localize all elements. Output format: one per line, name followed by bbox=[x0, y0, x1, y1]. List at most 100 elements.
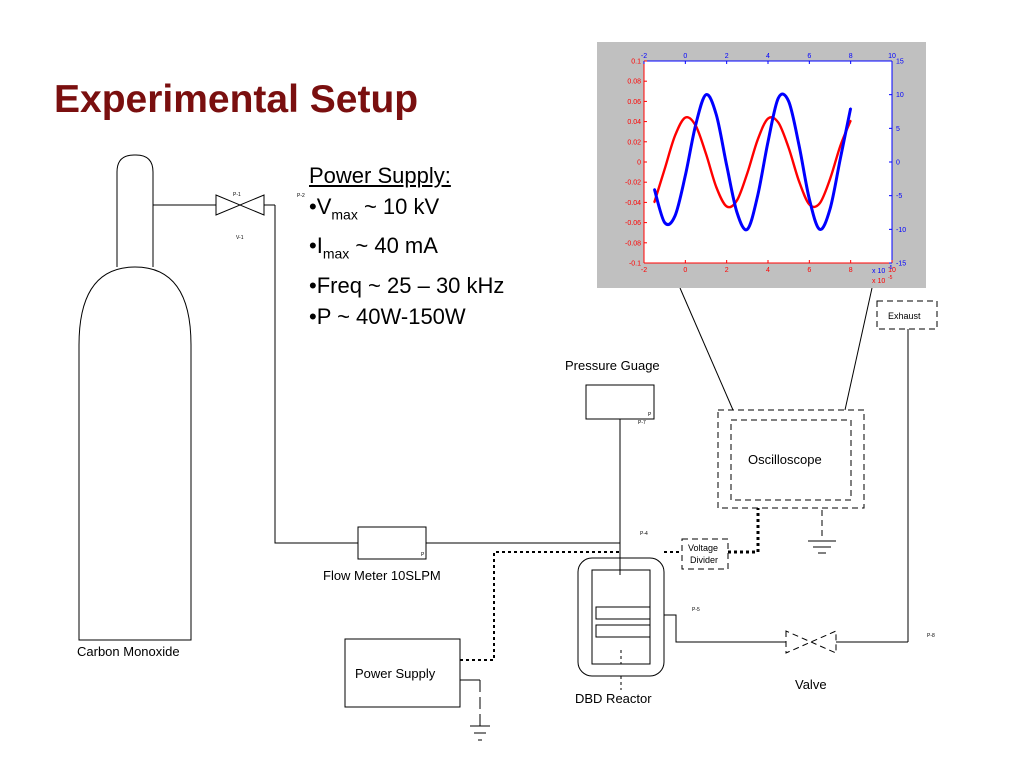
y-tick-label-left-4: 0.02 bbox=[627, 139, 641, 146]
specs-heading: Power Supply: bbox=[309, 163, 451, 188]
red-data-point-5 bbox=[705, 153, 707, 155]
y-tick-label-left-7: -0.04 bbox=[625, 200, 641, 207]
x-multiplier-blue: x 10 bbox=[872, 268, 885, 275]
red-data-point-3 bbox=[684, 116, 687, 119]
red-data-point-15 bbox=[808, 203, 811, 206]
oscilloscope-outer bbox=[717, 409, 865, 509]
slide-title: Experimental Setup bbox=[54, 78, 419, 121]
blue-data-point-5 bbox=[705, 93, 707, 96]
x-tick-label-bottom-3: 4 bbox=[766, 267, 770, 274]
x-tick-label-top-3: 4 bbox=[766, 53, 770, 60]
tag-gauge-port: P bbox=[648, 412, 652, 418]
y-tick-label-left-6: -0.02 bbox=[625, 180, 641, 187]
red-data-point-19 bbox=[849, 119, 852, 122]
label-divider: Divider bbox=[690, 555, 718, 565]
red-data-point-8 bbox=[736, 199, 738, 202]
spec-voltage: •Vmax ~ 10 kV bbox=[309, 194, 440, 223]
tag-flow-meter-port: P bbox=[421, 552, 425, 558]
x-tick-label-bottom-0: -2 bbox=[641, 267, 647, 274]
red-data-point-0 bbox=[653, 201, 656, 204]
oscilloscope-inner bbox=[730, 419, 852, 501]
blue-data-point-6 bbox=[715, 114, 718, 116]
blue-data-point-1 bbox=[663, 221, 666, 224]
x-tick-label-top-4: 6 bbox=[807, 53, 811, 60]
spec-current: •Imax ~ 40 mA bbox=[309, 233, 438, 262]
blue-data-point-11 bbox=[767, 141, 769, 143]
divider-to-scope-wire bbox=[728, 508, 760, 554]
y-tick-label-left-8: -0.06 bbox=[625, 220, 641, 227]
y-tick-label-left-2: 0.06 bbox=[627, 99, 641, 106]
blue-data-point-2 bbox=[674, 215, 676, 217]
tag-p8: P-8 bbox=[927, 633, 935, 639]
exhaust-valve bbox=[785, 630, 837, 654]
blue-data-point-19 bbox=[849, 107, 852, 109]
label-power-supply: Power Supply bbox=[355, 666, 436, 681]
tag-p5: P-5 bbox=[692, 607, 700, 613]
label-voltage: Voltage bbox=[688, 543, 718, 553]
y-tick-label-right-3: 0 bbox=[896, 160, 900, 167]
red-data-point-9 bbox=[746, 172, 749, 174]
x-multiplier-blue-exponent: -5 bbox=[888, 265, 893, 271]
series-blue-trace bbox=[652, 92, 853, 232]
y-tick-label-right-5: -10 bbox=[896, 227, 906, 234]
series-red-trace bbox=[653, 115, 852, 209]
cylinder-valve bbox=[215, 194, 265, 216]
x-tick-label-top-5: 8 bbox=[849, 53, 853, 60]
feed-line bbox=[274, 205, 358, 544]
red-data-point-7 bbox=[725, 205, 728, 208]
y-tick-label-left-10: -0.1 bbox=[629, 261, 641, 268]
tag-p7: P-7 bbox=[638, 420, 646, 426]
spec-frequency: •Freq ~ 25 – 30 kHz bbox=[309, 272, 505, 298]
label-oscilloscope: Oscilloscope bbox=[748, 452, 822, 467]
y-tick-label-right-0: 15 bbox=[896, 59, 904, 66]
x-tick-label-bottom-5: 8 bbox=[849, 267, 853, 274]
label-pressure-gauge: Pressure Guage bbox=[565, 358, 660, 373]
ground-symbol-scope bbox=[808, 540, 836, 554]
x-multiplier-red: x 10 bbox=[872, 278, 885, 285]
blue-data-point-0 bbox=[653, 188, 656, 190]
red-data-point-2 bbox=[674, 134, 676, 137]
x-multiplier-red-exponent: -5 bbox=[888, 275, 893, 281]
label-dbd-reactor: DBD Reactor bbox=[575, 691, 652, 706]
plot-area bbox=[644, 61, 892, 263]
blue-data-point-12 bbox=[777, 97, 780, 99]
cylinder-body bbox=[78, 266, 192, 641]
power-supply-specs: Power Supply: •Vmax ~ 10 kV •Imax ~ 40 m… bbox=[309, 160, 504, 332]
red-data-point-18 bbox=[839, 145, 842, 147]
exhaust-box bbox=[876, 300, 938, 330]
power-supply-box bbox=[344, 638, 461, 708]
reactor-outlet-line bbox=[664, 614, 786, 643]
red-data-point-16 bbox=[818, 202, 821, 205]
label-valve: Valve bbox=[795, 677, 827, 692]
blue-data-point-16 bbox=[818, 228, 821, 231]
pressure-gauge-box bbox=[585, 384, 655, 420]
red-data-point-6 bbox=[715, 186, 718, 189]
tag-p2: P-2 bbox=[297, 193, 305, 199]
label-carbon-monoxide: Carbon Monoxide bbox=[77, 644, 180, 659]
tag-p1: P-1 bbox=[233, 192, 241, 198]
x-tick-label-bottom-2: 2 bbox=[725, 267, 729, 274]
x-tick-label-top-2: 2 bbox=[725, 53, 729, 60]
blue-data-point-13 bbox=[787, 100, 790, 103]
x-tick-label-top-0: -2 bbox=[641, 53, 647, 60]
power-supply-hv-wire bbox=[460, 551, 620, 661]
blue-data-point-4 bbox=[694, 124, 697, 126]
y-tick-label-left-3: 0.04 bbox=[627, 119, 641, 126]
red-data-point-13 bbox=[787, 147, 790, 149]
blue-data-point-17 bbox=[829, 208, 831, 210]
label-exhaust: Exhaust bbox=[888, 311, 921, 321]
y-tick-label-left-1: 0.08 bbox=[627, 79, 641, 86]
y-tick-label-right-4: -5 bbox=[896, 193, 902, 200]
scope-lead-right bbox=[844, 287, 873, 411]
dbd-reactor-inner bbox=[591, 569, 651, 665]
blue-data-point-18 bbox=[839, 157, 842, 160]
red-data-point-14 bbox=[798, 180, 800, 182]
red-data-point-12 bbox=[777, 121, 780, 124]
blue-data-point-15 bbox=[808, 198, 811, 200]
x-tick-label-bottom-1: 0 bbox=[683, 267, 687, 274]
y-tick-label-right-6: -15 bbox=[896, 261, 906, 268]
x-tick-label-top-6: 10 bbox=[888, 53, 896, 60]
blue-data-point-7 bbox=[725, 164, 728, 167]
